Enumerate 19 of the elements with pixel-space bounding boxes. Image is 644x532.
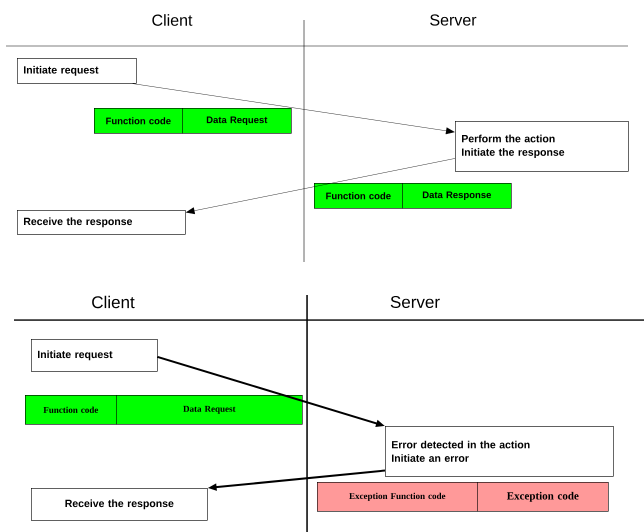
step-box: Receive the response xyxy=(31,488,208,521)
lane-heading: Client xyxy=(90,294,136,310)
message-field-cell: Function code xyxy=(94,108,183,134)
step-box: Initiate request xyxy=(31,339,158,372)
message-field-cell: Function code xyxy=(25,395,117,425)
message-field-cell: Data Request xyxy=(182,108,292,134)
lane-heading: Client xyxy=(150,13,194,27)
arrow xyxy=(186,158,456,214)
lane-heading: Server xyxy=(428,13,478,27)
exception-field-cell: Exception code xyxy=(477,482,609,512)
step-box: Initiate request xyxy=(17,58,137,84)
step-box: Receive the response xyxy=(17,210,186,235)
step-box: Perform the action Initiate the response xyxy=(455,121,629,172)
step-box: Error detected in the action Initiate an error xyxy=(385,426,614,477)
message-field-cell: Function code xyxy=(314,183,403,209)
message-field-cell: Data Response xyxy=(402,183,512,209)
exception-field-cell: Exception Function code xyxy=(317,482,478,512)
arrow xyxy=(132,83,455,134)
lane-heading: Server xyxy=(388,294,442,310)
